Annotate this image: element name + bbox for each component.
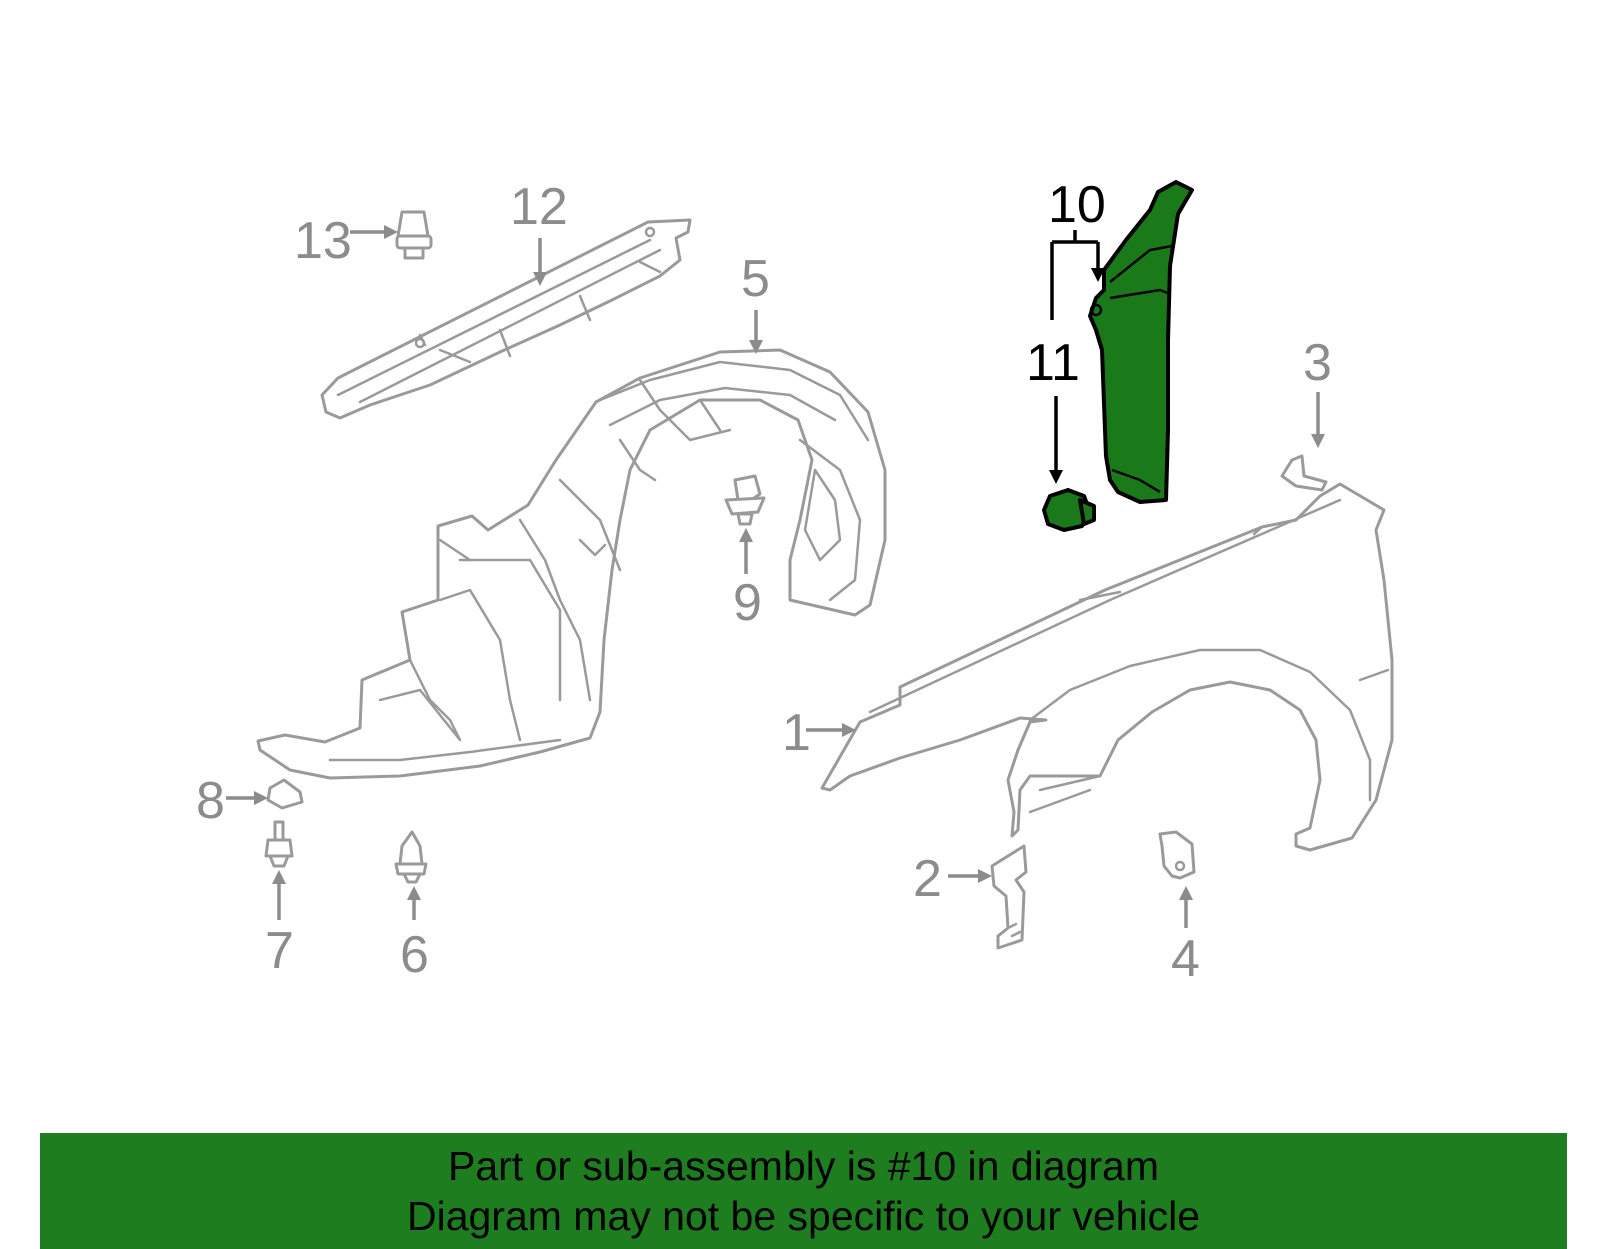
callout-5: 5 [741,250,770,308]
part-4-bracket [1158,830,1196,880]
part-12-rail [320,218,692,420]
banner-line-1: Part or sub-assembly is #10 in diagram [448,1143,1159,1189]
part-1-fender [820,482,1394,852]
part-11-clip [1042,488,1096,532]
part-10-seal [1088,180,1194,504]
part-7-pin [264,820,294,868]
callout-7: 7 [265,922,294,980]
callout-1: 1 [782,704,811,762]
callout-4: 4 [1171,930,1200,988]
callout-labels: 13 12 5 9 1 3 8 7 6 2 4 10 11 [196,176,1332,988]
leader-arrows [226,225,1325,928]
callout-8: 8 [196,772,225,830]
part-13-bolt [395,210,433,260]
callout-12: 12 [510,178,568,236]
part-3-bracket [1280,454,1328,492]
banner-line-2: Diagram may not be specific to your vehi… [406,1193,1200,1239]
part-5-fender-liner [256,348,887,780]
part-9-clip [724,474,766,526]
part-8-nut-clip [266,778,304,810]
callout-9: 9 [733,574,762,632]
callout-3: 3 [1303,334,1332,392]
part-2-bracket [990,844,1028,950]
callout-13: 13 [294,212,352,270]
part-6-push-clip [394,830,428,884]
callout-6: 6 [400,926,429,984]
callout-11: 11 [1026,334,1080,392]
callout-10: 10 [1048,176,1106,234]
info-banner: Part or sub-assembly is #10 in diagram D… [40,1133,1567,1249]
callout-2: 2 [913,850,942,908]
